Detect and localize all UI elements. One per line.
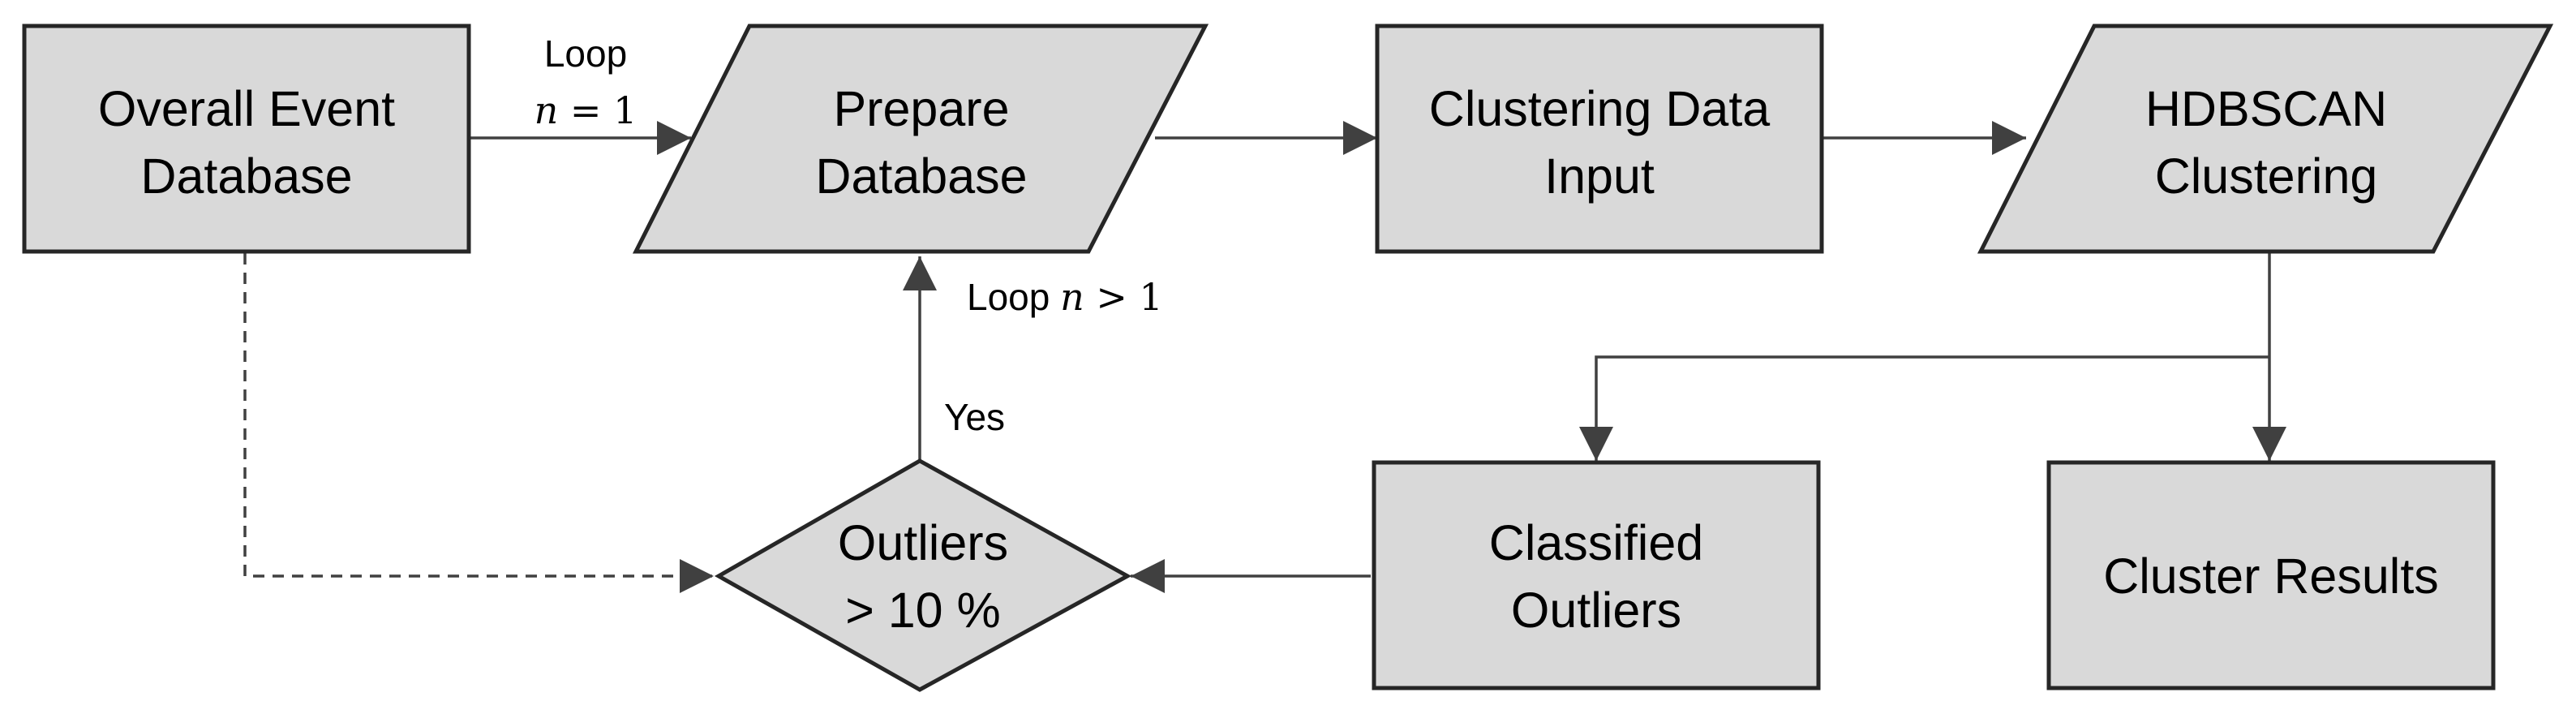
loop-repeat-word: Loop — [967, 276, 1060, 318]
parallelogram-shape — [1977, 24, 2554, 254]
node-outliers-decision: Outliers > 10 % — [714, 458, 1132, 692]
node-label-line-1: HDBSCAN — [2145, 81, 2387, 136]
loop-word: Loop — [544, 32, 627, 75]
edge-database-to-decision-dashed — [243, 253, 714, 593]
node-label-line-2: > 10 % — [845, 583, 1001, 638]
node-label-line-1: Clustering Data — [1429, 81, 1770, 136]
loop-repeat-variable: n — [1060, 275, 1084, 319]
node-cluster-results: Cluster Results — [2046, 460, 2496, 690]
node-label-line-1: Classified — [1489, 515, 1703, 570]
edge-label-loop-first: Loop n = 1 — [535, 32, 638, 132]
loop-condition-rest: = 1 — [558, 88, 637, 132]
loop-repeat-label: Loop n > 1 — [967, 275, 1163, 319]
edge-label-loop-repeat: Loop n > 1 — [967, 275, 1163, 319]
edges — [243, 121, 2286, 593]
loop-variable: n — [535, 88, 559, 132]
node-label-line-1: Prepare — [833, 81, 1009, 136]
loop-condition: n = 1 — [535, 88, 638, 132]
node-label-line-1: Outliers — [838, 515, 1008, 570]
node-hdbscan-clustering: HDBSCAN Clustering — [1977, 24, 2554, 254]
node-prepare-database: Prepare Database — [632, 24, 1209, 254]
rectangle-shape — [22, 24, 471, 254]
edge-hdbscan-to-outliers — [1579, 355, 2269, 461]
node-label-line-2: Database — [140, 148, 352, 204]
loop-repeat-rest: > 1 — [1084, 275, 1163, 319]
node-label-line-1: Overall Event — [98, 81, 395, 136]
yes-label: Yes — [944, 396, 1005, 438]
diamond-shape — [714, 458, 1132, 692]
edge-label-yes: Yes — [944, 396, 1005, 438]
rectangle-shape — [2046, 460, 2496, 690]
rectangle-shape — [1372, 460, 1821, 690]
node-overall-event-database: Overall Event Database — [22, 24, 471, 254]
node-label-line-2: Input — [1544, 148, 1655, 204]
node-label-line-1: Cluster Results — [2103, 548, 2439, 604]
node-classified-outliers: Classified Outliers — [1372, 460, 1821, 690]
node-clustering-data-input: Clustering Data Input — [1375, 24, 1824, 254]
node-label-line-2: Outliers — [1511, 583, 1681, 638]
node-label-line-2: Clustering — [2155, 148, 2378, 204]
rectangle-shape — [1375, 24, 1824, 254]
parallelogram-shape — [632, 24, 1209, 254]
node-label-line-2: Database — [815, 148, 1027, 204]
